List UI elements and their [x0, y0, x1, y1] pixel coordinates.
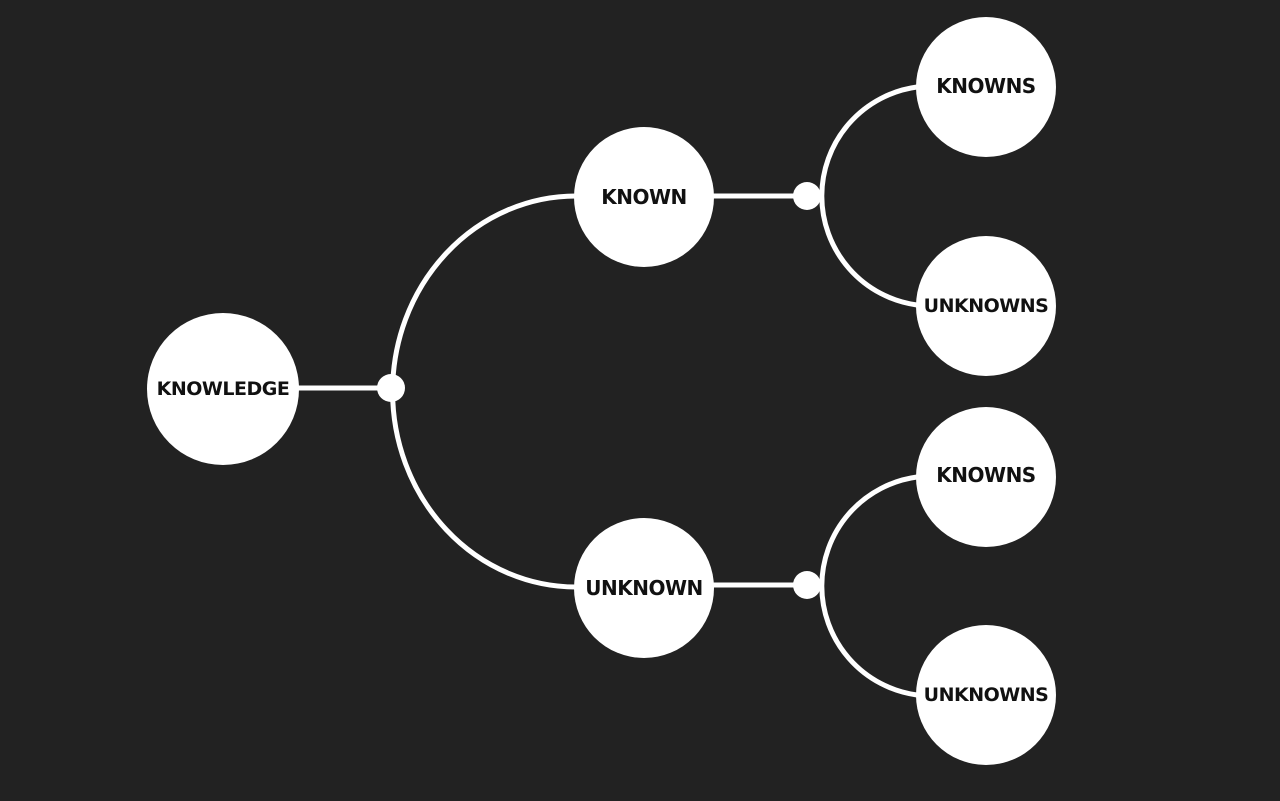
node-unknown-label: UNKNOWN — [585, 576, 703, 600]
node-known-unknowns: UNKNOWNS — [916, 236, 1056, 376]
node-known-label: KNOWN — [601, 185, 687, 209]
node-root-label: KNOWLEDGE — [157, 378, 290, 400]
edge-known-bracket — [819, 84, 918, 308]
node-known: KNOWN — [574, 127, 714, 267]
node-known-knowns-label: KNOWNS — [936, 74, 1035, 98]
edge-root-bracket — [390, 193, 577, 590]
junction-known — [793, 182, 821, 210]
edge-unknown-bracket — [819, 474, 918, 698]
node-unknown-knowns-label: KNOWNS — [936, 463, 1035, 487]
node-known-unknowns-label: UNKNOWNS — [924, 295, 1049, 317]
junction-unknown — [793, 571, 821, 599]
node-unknown: UNKNOWN — [574, 518, 714, 658]
node-root: KNOWLEDGE — [147, 313, 299, 465]
node-unknown-knowns: KNOWNS — [916, 407, 1056, 547]
node-unknown-unknowns-label: UNKNOWNS — [924, 684, 1049, 706]
node-known-knowns: KNOWNS — [916, 17, 1056, 157]
node-unknown-unknowns: UNKNOWNS — [916, 625, 1056, 765]
junction-root — [377, 374, 405, 402]
